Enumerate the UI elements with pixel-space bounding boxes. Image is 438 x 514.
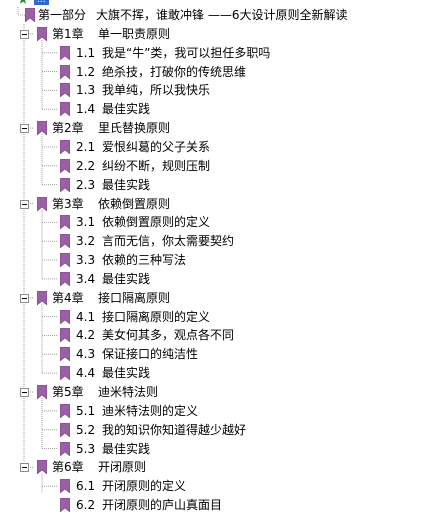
bookmark-icon: [60, 253, 70, 268]
selected-label-partial[interactable]: ...: [34, 0, 49, 5]
bookmark-icon: [60, 177, 70, 192]
bookmark-icon: [37, 385, 47, 399]
chapter-label: 第4章: [52, 290, 84, 305]
bookmark-icon: [60, 479, 70, 494]
bookmark-icon: [60, 422, 70, 437]
chapter-1-expander[interactable]: [20, 29, 29, 39]
chapter-title: 开闭原则: [98, 460, 147, 475]
section-title: 美女何其多，观点各不同: [102, 328, 235, 343]
bookmark-icon: [60, 403, 70, 418]
section-title: 依赖的三种写法: [102, 253, 187, 268]
section-title: 最佳实践: [102, 102, 151, 117]
part-label: 第一部分: [38, 8, 87, 22]
section-title: 纠纷不断，规则压制: [102, 158, 211, 173]
bookmark-icon: [37, 196, 47, 211]
chapter-6-expander[interactable]: [20, 463, 29, 473]
chapter-2-expander[interactable]: [20, 124, 29, 134]
bookmark-icon: [60, 498, 70, 513]
bookmark-icon: [60, 158, 70, 173]
section-number: 4.1: [76, 309, 96, 324]
star-icon: [20, 0, 26, 4]
section-number: 6.2: [76, 498, 96, 513]
chapter-label: 第2章: [52, 121, 84, 136]
bookmark-icon: [60, 139, 70, 154]
part-title: 大旗不挥，谁敢冲锋 ——6大设计原则全新解读: [96, 8, 348, 22]
section-title: 最佳实践: [102, 271, 151, 286]
tree-lines: [17, 7, 58, 493]
section-number: 2.3: [76, 177, 96, 192]
section-title: 依赖倒置原则的定义: [102, 215, 211, 230]
chapter-label: 第1章: [52, 26, 84, 41]
chapter-title: 单一职责原则: [98, 26, 171, 41]
section-number: 4.4: [76, 366, 96, 381]
section-number: 3.4: [76, 271, 96, 286]
section-number: 2.2: [76, 158, 96, 173]
section-number: 1.2: [76, 64, 96, 79]
section-title: 言而无信，你太需要契约: [102, 234, 235, 249]
bookmark-icon: [60, 215, 70, 230]
section-number: 1.4: [76, 102, 96, 117]
chapter-5-expander[interactable]: [20, 388, 29, 397]
chapter-title: 里氏替换原则: [98, 121, 171, 136]
section-title: 开闭原则的庐山真面目: [102, 498, 223, 513]
chapter-label: 第3章: [52, 196, 84, 211]
section-number: 1.1: [76, 45, 96, 60]
section-title: 接口隔离原则的定义: [102, 309, 211, 324]
bookmark-icon: [60, 347, 70, 362]
section-title: 保证接口的纯洁性: [102, 347, 199, 362]
bookmark-icon: [37, 121, 47, 136]
chapter-title: 接口隔离原则: [98, 290, 171, 305]
bookmark-icon: [60, 45, 70, 60]
section-number: 3.1: [76, 215, 96, 230]
section-number: 1.3: [76, 83, 96, 98]
section-title: 我是“牛”类，我可以担任多职吗: [102, 45, 271, 60]
section-number: 5.1: [76, 403, 96, 418]
section-number: 4.3: [76, 347, 96, 362]
section-number: 6.1: [76, 479, 96, 494]
bookmark-icon: [60, 271, 70, 286]
bookmark-icon: [37, 460, 47, 475]
section-number: 3.2: [76, 234, 96, 249]
section-title: 爱恨纠葛的父子关系: [102, 139, 211, 154]
chapter-title: 迪米特法则: [98, 385, 159, 399]
bookmark-icon: [60, 328, 70, 343]
chapter-3-expander[interactable]: [20, 199, 29, 209]
chapter-label: 第5章: [52, 385, 84, 399]
section-title: 开闭原则的定义: [102, 479, 187, 494]
bookmark-icon: [60, 234, 70, 249]
section-number: 5.2: [76, 422, 96, 437]
section-title: 我单纯，所以我快乐: [102, 83, 211, 98]
section-title: 最佳实践: [102, 366, 151, 381]
section-number: 5.3: [76, 441, 96, 456]
bookmark-icon: [60, 441, 70, 456]
chapter-title: 依赖倒置原则: [98, 196, 171, 211]
section-title: 迪米特法则的定义: [102, 403, 199, 418]
section-title: 最佳实践: [102, 441, 151, 456]
section-number: 4.2: [76, 328, 96, 343]
bookmark-icon: [60, 64, 70, 79]
chapter-label: 第6章: [52, 460, 84, 475]
section-number: 3.3: [76, 253, 96, 268]
bookmark-icon: [37, 26, 47, 41]
bookmark-icon: [60, 309, 70, 324]
bookmark-icon: [60, 366, 70, 381]
section-number: 2.1: [76, 139, 96, 154]
bookmark-icon: [60, 102, 70, 117]
chapter-4-expander[interactable]: [20, 293, 29, 303]
top-cropped-item: ...: [6, 0, 66, 7]
section-title: 最佳实践: [102, 177, 151, 192]
bookmark-icon: [60, 83, 70, 98]
bookmark-icon: [37, 290, 47, 305]
bookmark-icon: [25, 8, 35, 22]
section-title: 绝杀技，打破你的传统思维: [102, 64, 247, 79]
section-title: 我的知识你知道得越少越好: [102, 422, 247, 437]
